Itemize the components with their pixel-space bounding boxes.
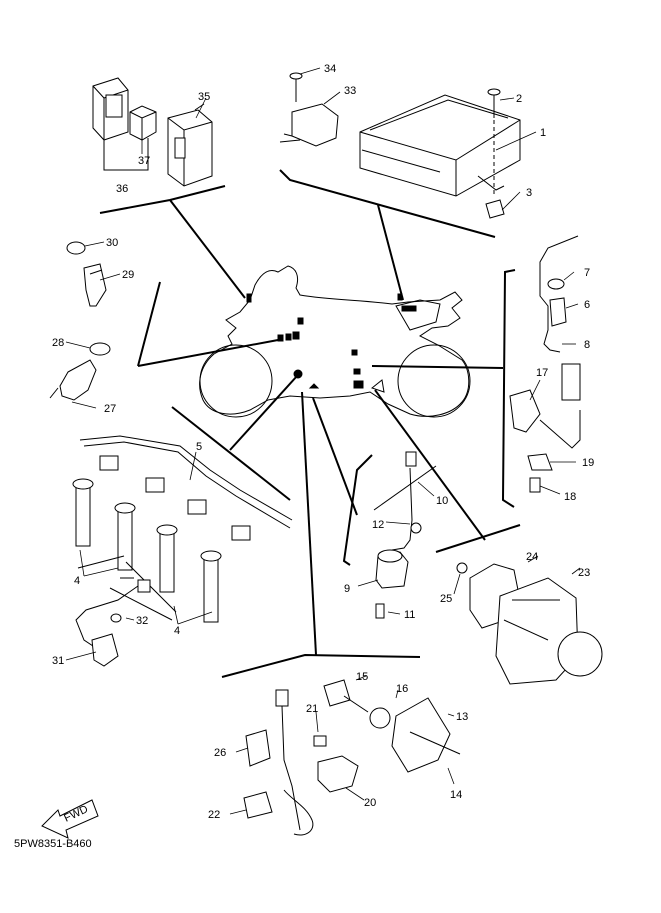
right-group [509, 235, 581, 493]
callout-22: 22 [208, 809, 220, 821]
callout-12: 12 [372, 519, 384, 531]
callout-15: 15 [356, 671, 368, 683]
callout-28: 28 [52, 337, 64, 349]
callout-4b: 4 [174, 625, 180, 637]
callout-leaders [65, 67, 581, 815]
callout-31: 31 [52, 655, 64, 667]
bottom-group [243, 679, 461, 836]
ecu-group [279, 72, 521, 219]
callout-36: 36 [116, 183, 128, 195]
callout-labels: 1 2 3 4 4 5 6 7 8 9 10 11 12 13 14 15 16… [52, 63, 594, 821]
callout-19: 19 [582, 457, 594, 469]
callout-21: 21 [306, 703, 318, 715]
callout-10: 10 [436, 495, 448, 507]
callout-27: 27 [104, 403, 116, 415]
middle-group [373, 451, 437, 619]
motorcycle-outline [199, 265, 471, 418]
callout-18: 18 [564, 491, 576, 503]
left-sensors [49, 241, 111, 401]
crank-sensor-group [75, 579, 151, 667]
callout-35: 35 [198, 91, 210, 103]
callout-4a: 4 [74, 575, 80, 587]
callout-9: 9 [344, 583, 350, 595]
callout-37: 37 [138, 155, 150, 167]
diagram-code: 5PW8351-B460 [14, 838, 92, 850]
callout-14: 14 [450, 789, 462, 801]
coil-group [72, 435, 293, 623]
callout-11: 11 [404, 609, 415, 621]
callout-5: 5 [196, 441, 202, 453]
callout-7: 7 [584, 267, 590, 279]
callout-6: 6 [584, 299, 590, 311]
callout-3: 3 [526, 187, 532, 199]
relay-group [92, 77, 213, 187]
callout-13: 13 [456, 711, 468, 723]
actuator-group [456, 562, 603, 685]
callout-23: 23 [578, 567, 590, 579]
forward-arrow-icon: FWD [41, 799, 99, 839]
callout-20: 20 [364, 797, 376, 809]
callout-30: 30 [106, 237, 118, 249]
callout-34: 34 [324, 63, 336, 75]
leader-lines [99, 169, 521, 678]
callout-17: 17 [536, 367, 548, 379]
callout-16: 16 [396, 683, 408, 695]
callout-33: 33 [344, 85, 356, 97]
callout-29: 29 [122, 269, 134, 281]
callout-25: 25 [440, 593, 452, 605]
callout-24: 24 [526, 551, 538, 563]
callout-2: 2 [516, 93, 522, 105]
callout-1: 1 [540, 127, 546, 139]
callout-26: 26 [214, 747, 226, 759]
callout-8: 8 [584, 339, 590, 351]
callout-32: 32 [136, 615, 148, 627]
